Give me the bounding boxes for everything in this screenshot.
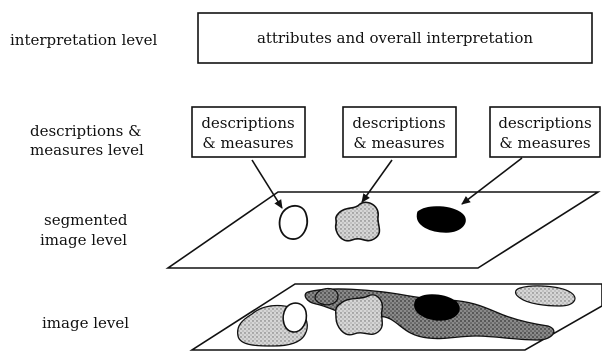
desc-box-2 — [342, 106, 457, 158]
label-segmented-level-line1: segmented — [44, 211, 128, 229]
image-region-light-middle — [334, 294, 383, 336]
segmented-region-gray — [334, 201, 381, 242]
image-region-light-right — [514, 285, 576, 307]
desc-box-1-line1: descriptions — [201, 114, 294, 132]
image-plane — [189, 283, 602, 351]
arrow-to-gray-region — [361, 159, 393, 203]
segmented-region-white — [278, 204, 308, 240]
desc-box-3 — [489, 106, 601, 158]
desc-box-1-line2: & measures — [202, 134, 293, 152]
image-region-black — [414, 294, 460, 321]
interpretation-box-label: attributes and overall interpretation — [257, 29, 533, 47]
label-descriptions-level-line1: descriptions & — [30, 122, 141, 140]
segmented-region-black — [416, 206, 466, 233]
desc-box-2-line2: & measures — [353, 134, 444, 152]
image-region-dark-small — [314, 287, 339, 306]
image-region-white — [282, 302, 308, 333]
desc-box-2-line1: descriptions — [352, 114, 445, 132]
arrow-to-black-region — [461, 157, 523, 205]
interpretation-box — [197, 12, 593, 64]
label-image-level: image level — [42, 314, 129, 332]
segmented-image-plane — [165, 191, 601, 269]
label-segmented-level-line2: image level — [40, 231, 127, 249]
desc-box-3-line2: & measures — [499, 134, 590, 152]
label-interpretation-level: interpretation level — [10, 31, 157, 49]
label-descriptions-level-line2: measures level — [30, 141, 144, 159]
desc-box-1 — [191, 106, 306, 158]
desc-box-3-line1: descriptions — [498, 114, 591, 132]
arrow-to-white-region — [251, 159, 283, 209]
